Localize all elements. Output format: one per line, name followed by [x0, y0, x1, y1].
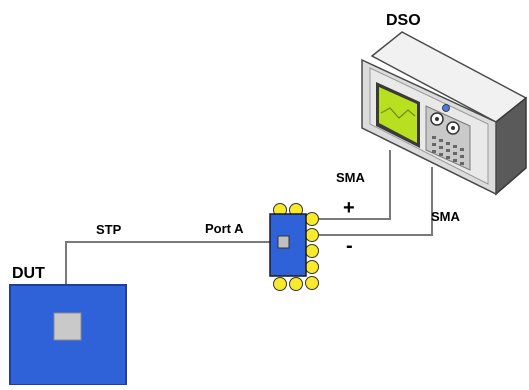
port-a-label: Port A	[205, 221, 244, 236]
sma-right-label: SMA	[431, 209, 461, 224]
adapter-pins	[273, 203, 319, 291]
scope-screen	[376, 82, 420, 148]
port-a-connector	[277, 235, 290, 249]
dut-label: DUT	[12, 265, 45, 282]
scope-control-panel	[425, 104, 471, 171]
oscilloscope-icon	[361, 31, 528, 196]
dut-board-icon	[9, 284, 127, 386]
dso-label: DSO	[386, 12, 421, 29]
sma-minus-cable	[318, 167, 433, 236]
adapter-module-icon	[269, 203, 319, 291]
dut-chip	[53, 312, 82, 341]
plus-sign: +	[343, 197, 355, 219]
stp-label: STP	[96, 222, 122, 237]
sma-plus-cable	[318, 150, 391, 220]
sma-upper-label: SMA	[336, 170, 366, 185]
minus-sign: -	[346, 235, 353, 257]
